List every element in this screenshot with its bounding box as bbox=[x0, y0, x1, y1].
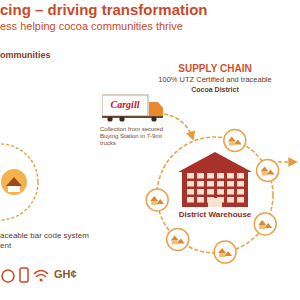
illustration-shape bbox=[171, 235, 185, 243]
village-circle bbox=[254, 213, 276, 235]
illustration-shape bbox=[257, 159, 279, 181]
village-circle bbox=[224, 129, 246, 151]
illustration-shape bbox=[146, 189, 168, 211]
illustration-shape bbox=[254, 213, 276, 235]
illustration-shape bbox=[164, 114, 193, 139]
warehouse-window bbox=[207, 189, 214, 195]
district-loop bbox=[157, 114, 296, 253]
illustration-shape bbox=[262, 171, 268, 175]
warehouse-window bbox=[187, 181, 194, 187]
warehouse-window bbox=[237, 189, 244, 195]
warehouse-window bbox=[217, 173, 224, 179]
warehouse-window bbox=[227, 189, 234, 195]
illustration-shape bbox=[150, 196, 164, 204]
warehouse-window bbox=[187, 173, 194, 179]
currency-mark: GH¢ bbox=[54, 268, 77, 281]
section-title: SUPPLY CHAIN bbox=[155, 63, 275, 75]
logo-text: Cargill bbox=[102, 99, 148, 110]
warehouse-window bbox=[227, 181, 234, 187]
warehouse-window bbox=[207, 173, 214, 179]
side-note: aceable bar code system bbox=[0, 231, 89, 240]
illustration-shape bbox=[1, 169, 27, 195]
truck-caption: Collection from secured Buying Station i… bbox=[100, 126, 164, 147]
community-loop bbox=[0, 144, 38, 220]
warehouse-window bbox=[187, 189, 194, 195]
illustration-shape bbox=[259, 225, 265, 229]
illustration-shape bbox=[258, 220, 272, 228]
village-circle bbox=[167, 228, 189, 250]
illustration-shape bbox=[151, 201, 157, 205]
illustration-shape bbox=[34, 271, 48, 275]
illustration-shape bbox=[2, 270, 14, 282]
truck-cab bbox=[149, 102, 163, 116]
village-circle bbox=[214, 241, 236, 263]
illustration-shape bbox=[157, 137, 273, 253]
illustration-shape bbox=[0, 144, 38, 220]
warehouse-window bbox=[237, 181, 244, 187]
illustration-shape bbox=[167, 228, 189, 250]
illustration-shape bbox=[20, 268, 28, 282]
warehouse-window bbox=[197, 181, 204, 187]
illustration-shape bbox=[8, 186, 20, 192]
illustration-shape bbox=[218, 248, 232, 256]
subtitle: ess helping cocoa communities thrive bbox=[0, 20, 183, 33]
title: cing – driving transformation bbox=[0, 1, 208, 18]
side-note: ent bbox=[0, 241, 11, 250]
section-subtitle: 100% UTZ Certified and traceable bbox=[150, 76, 280, 85]
node-label: District Warehouse bbox=[179, 210, 252, 219]
warehouse-icon bbox=[177, 150, 253, 208]
illustration-shape bbox=[6, 177, 22, 186]
warehouse-window bbox=[217, 189, 224, 195]
warehouse-door bbox=[208, 198, 222, 207]
illustration-shape bbox=[228, 136, 242, 144]
warehouse-window bbox=[197, 173, 204, 179]
village-circles bbox=[146, 129, 278, 263]
bottom-icons bbox=[2, 268, 48, 282]
warehouse-outline bbox=[178, 152, 252, 207]
truck-wheel bbox=[151, 116, 156, 121]
warehouse-window bbox=[187, 197, 194, 203]
warehouse-window bbox=[207, 181, 214, 187]
illustration-shape bbox=[214, 241, 236, 263]
warehouse-window bbox=[237, 197, 244, 203]
illustration-shape bbox=[224, 129, 246, 151]
warehouse-window bbox=[237, 173, 244, 179]
warehouse-window bbox=[217, 181, 224, 187]
section-heading: ommunities bbox=[0, 50, 51, 60]
village-circle bbox=[146, 189, 168, 211]
illustration-shape bbox=[261, 166, 275, 174]
warehouse-window bbox=[197, 197, 204, 203]
warehouse-node: District Warehouse bbox=[175, 150, 255, 219]
illustration-shape bbox=[172, 240, 178, 244]
village-circle bbox=[257, 159, 279, 181]
warehouse-window bbox=[197, 189, 204, 195]
section-note: Cocoa District bbox=[150, 86, 280, 94]
illustration-shape bbox=[229, 141, 235, 145]
truck-wheel bbox=[107, 116, 112, 121]
truck-trailer bbox=[102, 95, 148, 116]
illustration-shape bbox=[219, 253, 225, 257]
warehouse-window bbox=[227, 173, 234, 179]
truck-node: Cargill bbox=[102, 94, 164, 122]
warehouse-window bbox=[227, 197, 234, 203]
truck-wheel bbox=[119, 116, 124, 121]
illustration-shape bbox=[36, 275, 46, 278]
illustration-shape bbox=[40, 279, 43, 282]
